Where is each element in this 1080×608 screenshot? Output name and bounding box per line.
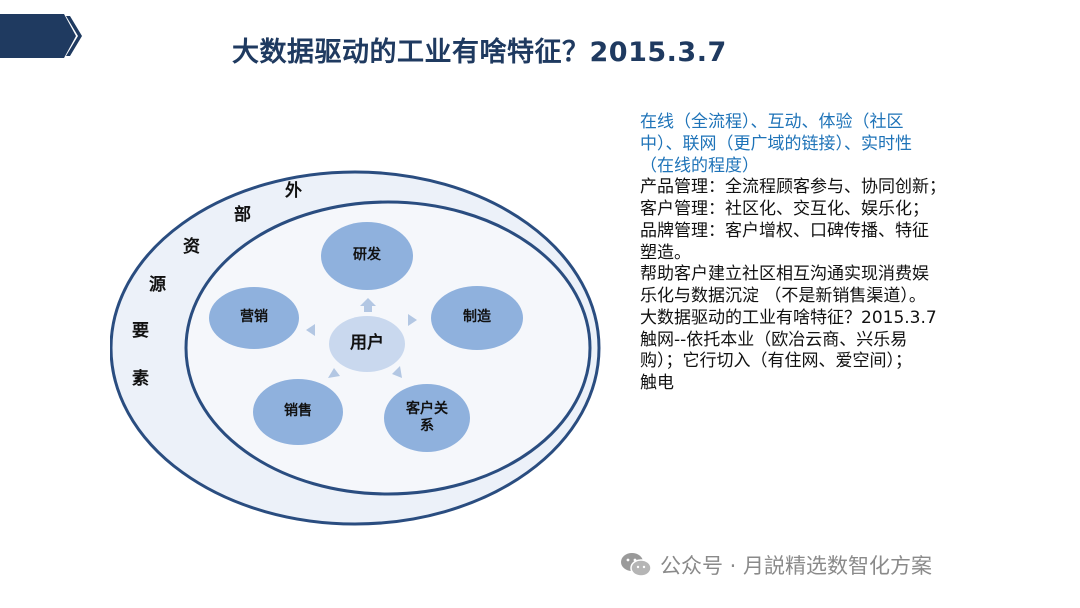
body-line-5: 帮助客户建立社区相互沟通实现消费娱	[640, 264, 929, 285]
node-bottom-right-line1: 客户关	[406, 400, 448, 417]
arrow-to-top	[360, 298, 376, 306]
node-center-label: 用户	[350, 333, 384, 354]
wechat-icon	[621, 553, 652, 577]
diagram-rings	[110, 170, 601, 526]
arrow-to-right	[408, 314, 417, 326]
text-panel: 在线（全流程）、互动、体验（社区 中）、联网（更广域的链接）、实时性 （在线的程…	[640, 112, 1010, 395]
arrow-to-bottom-left	[328, 368, 340, 378]
node-left-label: 营销	[240, 309, 268, 326]
arrow-to-left	[306, 324, 315, 336]
user-centric-diagram: 外 部 资 源 要 素 研发 制造 营销 销售 客户关 系 用户	[110, 150, 630, 530]
body-line-4: 塑造。	[640, 242, 691, 263]
node-left-shape	[209, 287, 299, 349]
ring-label-5: 要	[132, 321, 149, 341]
watermark-text: 公众号 · 月説精选数智化方案	[660, 554, 933, 578]
arrow-to-bottom-right	[392, 366, 402, 378]
ring-label-4: 源	[149, 275, 166, 295]
page-title: 大数据驱动的工业有啥特征？2015.3.7	[232, 37, 727, 68]
body-line-1: 产品管理：全流程顾客参与、协同创新；	[640, 177, 946, 198]
body-line-3: 品牌管理：客户增权、口碑传播、特征	[640, 220, 929, 241]
node-bottom-left-shape	[253, 379, 343, 445]
body-line-6: 乐化与数据沉淀 （不是新销售渠道）。	[640, 286, 926, 306]
node-bottom-right-label: 客户关 系	[384, 384, 470, 452]
body-line-2: 客户管理：社区化、交互化、娱乐化；	[640, 199, 929, 219]
body-line-7: 大数据驱动的工业有啥特征？2015.3.7	[640, 307, 937, 328]
node-bottom-right-shape	[384, 384, 470, 452]
ring-label-6: 素	[132, 369, 149, 389]
node-right-label: 制造	[463, 309, 491, 326]
node-bottom-right-line2: 系	[420, 418, 434, 434]
highlight-line-3: （在线的程度）	[640, 155, 759, 176]
highlight-line-1: 在线（全流程）、互动、体验（社区	[640, 112, 904, 132]
node-right-shape	[431, 286, 523, 350]
corner-tab-decoration	[0, 14, 82, 58]
body-line-8: 触网--依托本业（欧冶云商、兴乐易	[640, 329, 908, 350]
ring-label-3: 资	[183, 237, 200, 257]
node-top-label: 研发	[353, 247, 381, 264]
body-line-10: 触电	[640, 373, 674, 393]
node-bottom-left-label: 销售	[284, 403, 312, 420]
node-top-shape	[321, 222, 413, 290]
node-center-shape	[329, 316, 405, 372]
body-line-9: 购）；它行切入（有住网、爱空间）；	[640, 351, 912, 372]
watermark: 公众号 · 月説精选数智化方案	[620, 548, 932, 582]
highlight-line-2: 中）、联网（更广域的链接）、实时性	[640, 133, 912, 154]
ring-label-2: 部	[234, 205, 251, 225]
ring-label-1: 外	[285, 181, 302, 201]
